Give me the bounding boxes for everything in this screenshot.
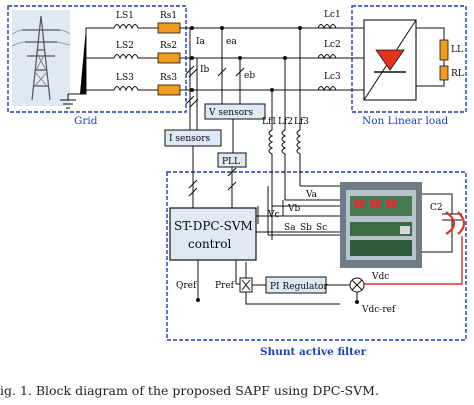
sapf-block-diagram: LS1 LS2 LS3 Rs1 Rs2 Rs3 Ia Ib ea eb Lc1 …	[7, 5, 467, 358]
label-vb: Vb	[287, 204, 300, 214]
filter-region-label: Shunt active filter	[260, 346, 367, 358]
label-vc: Vc	[267, 210, 280, 220]
label-ls2: LS2	[116, 41, 134, 51]
multiplier-wires	[197, 262, 340, 305]
label-vdc-ref: Vdc-ref	[361, 305, 396, 315]
qref-dot	[196, 298, 200, 302]
label-lf2: Lf2	[278, 117, 293, 127]
resistor-rl	[439, 65, 449, 81]
label-va: Va	[305, 190, 318, 200]
label-c2: C2	[430, 203, 443, 213]
label-qref: Qref	[176, 281, 197, 291]
label-rl: RL	[451, 69, 464, 79]
diode-icon	[375, 49, 405, 71]
filter-inductors	[268, 28, 340, 240]
figure-caption: ig. 1. Block diagram of the proposed SAP…	[0, 383, 379, 398]
label-ea: ea	[226, 37, 237, 47]
label-lf1: Lf1	[262, 117, 277, 127]
inductor-ll	[439, 39, 449, 61]
v-sensors-block	[204, 103, 266, 120]
label-lc3: Lc3	[324, 72, 341, 82]
v-sensors-label: V sensors	[208, 108, 253, 118]
label-pref: Pref	[215, 281, 235, 291]
ground-symbol	[60, 28, 87, 109]
label-sb: Sb	[300, 223, 312, 233]
multiplier	[239, 277, 253, 293]
capacitor-c2-right	[457, 211, 466, 235]
label-sa: Sa	[284, 223, 296, 233]
capacitor-c2	[445, 211, 456, 235]
vdc-feedback	[364, 236, 463, 285]
signal-wires	[188, 119, 340, 236]
controller-label-line2: control	[188, 237, 231, 251]
grid-lines	[86, 24, 364, 92]
vdc-ref-dot	[355, 300, 359, 304]
label-sc: Sc	[316, 223, 327, 233]
grid-region-label: Grid	[74, 115, 98, 127]
transmission-tower-image	[11, 10, 71, 106]
label-ll: LL	[451, 45, 463, 55]
pll-label: PLL	[222, 157, 240, 167]
i-sensors-label: I sensors	[169, 134, 210, 144]
resistor-rs3	[157, 84, 181, 96]
controller-block	[169, 207, 257, 261]
grid-region	[7, 5, 187, 113]
inverter-photo	[340, 182, 422, 268]
load-region-label: Non Linear load	[362, 115, 448, 127]
label-ib: Ib	[200, 65, 210, 75]
controller-label-line1: ST-DPC-SVM	[174, 219, 253, 233]
label-ls3: LS3	[116, 73, 134, 83]
resistor-rs1	[157, 22, 181, 34]
controller-arrows	[197, 231, 340, 284]
label-lc1: Lc1	[324, 10, 341, 20]
label-lf3: Lf3	[294, 117, 309, 127]
label-rs3: Rs3	[160, 73, 177, 83]
label-lc2: Lc2	[324, 40, 341, 50]
dc-link	[422, 193, 462, 253]
load-branch	[317, 19, 445, 101]
filter-region	[166, 171, 467, 341]
label-ia: Ia	[196, 37, 206, 47]
label-rs2: Rs2	[160, 41, 177, 51]
resistor-rs2	[157, 52, 181, 64]
label-rs1: Rs1	[160, 11, 177, 21]
load-region	[351, 5, 467, 113]
pi-regulator-label: PI Regulator	[270, 282, 328, 292]
label-eb: eb	[244, 71, 255, 81]
summing-junction	[349, 277, 365, 293]
label-vdc: Vdc	[371, 272, 389, 282]
label-ls1: LS1	[116, 11, 134, 21]
